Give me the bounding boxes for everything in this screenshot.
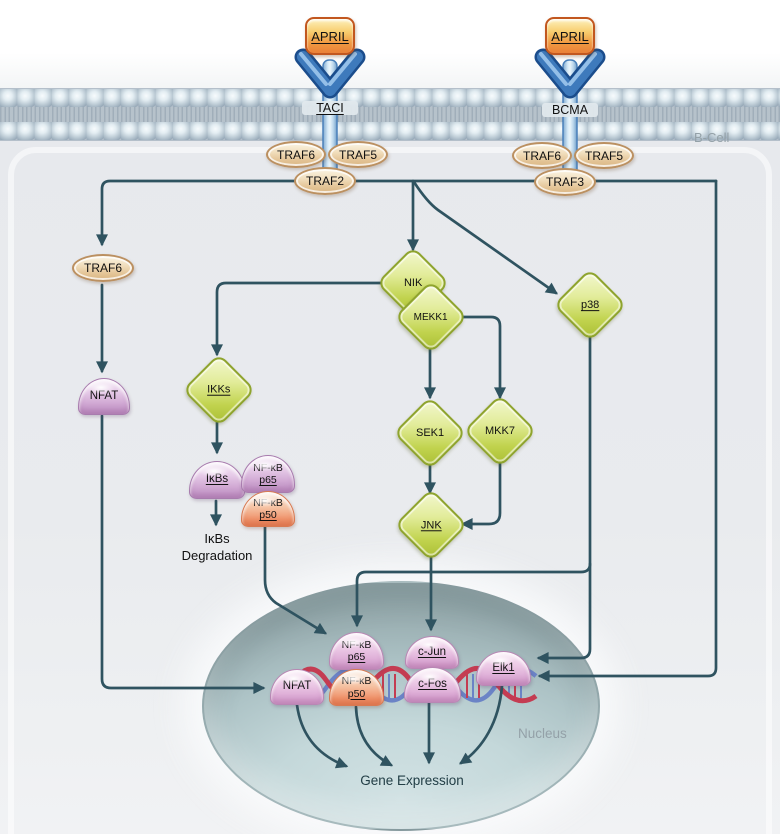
cell-outline	[8, 147, 772, 834]
bcma-receptor-label: BCMA	[542, 103, 598, 117]
ikbs-cytoplasm: IκBs	[189, 461, 245, 499]
arrow-p38-to-nfkb-p65	[351, 562, 592, 628]
b-cell-label: B-Cell	[694, 130, 730, 145]
arrow-nfat-to-nucleus	[100, 414, 266, 694]
arrow-p50-to-gene-expression	[354, 705, 394, 767]
extracellular-space	[0, 0, 780, 88]
membrane-bead-row-bottom	[0, 122, 780, 140]
nfat-nucleus: NFAT	[270, 669, 324, 705]
bcma-traf5-oval: TRAF5	[574, 142, 634, 169]
arrow-p38-to-elk1	[536, 330, 592, 664]
bcma-traf3-oval: TRAF3	[534, 168, 596, 196]
arrow-nik-to-ikks	[211, 281, 390, 357]
taci-receptor-label: TACI	[302, 101, 358, 115]
membrane-bead-row-top	[0, 89, 780, 107]
gene-expression-label: Gene Expression	[360, 773, 464, 788]
arrow-nfkb-to-nucleus	[263, 523, 328, 635]
cjun-nucleus: c-Jun	[405, 636, 459, 669]
april-ligand-taci: APRIL	[305, 17, 355, 55]
april-ligand-bcma: APRIL	[545, 17, 595, 55]
taci-traf6-oval: TRAF6	[266, 141, 326, 168]
april-label: APRIL	[551, 28, 589, 44]
arrow-mkk7-to-jnk	[460, 456, 502, 530]
bcma-traf6-oval: TRAF6	[512, 142, 572, 169]
arrow-nfat-to-gene-expression	[295, 703, 349, 769]
taci-traf2-oval: TRAF2	[294, 167, 356, 195]
nucleus-label: Nucleus	[518, 726, 567, 741]
left-traf6-oval: TRAF6	[72, 254, 134, 282]
arrow-traf2-to-p38	[412, 180, 558, 295]
nucleus	[202, 581, 600, 831]
arrow-traf2-to-left-traf6	[96, 179, 718, 247]
arrow-traf3-to-elk1	[537, 179, 718, 682]
taci-traf5-oval: TRAF5	[328, 141, 388, 168]
ikbs-degradation-label: IκBs Degradation	[181, 531, 253, 563]
arrow-elk1-to-gene-expression	[459, 684, 504, 765]
arrow-mekk1-to-mkk7	[457, 315, 506, 400]
april-label: APRIL	[311, 28, 349, 44]
